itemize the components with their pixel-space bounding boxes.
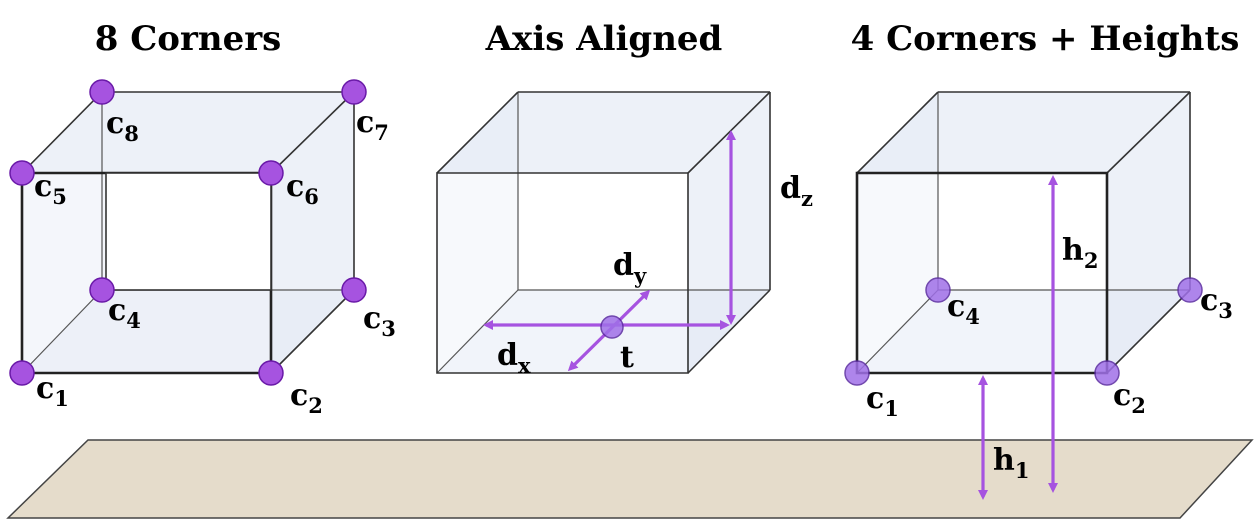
label-dx: dx (497, 338, 531, 378)
label-h1: h1 (993, 443, 1029, 483)
title-4-corners-heights: 4 Corners + Heights (851, 19, 1240, 59)
corner-c3-marker (341, 277, 367, 303)
label-c5: c5 (34, 169, 67, 209)
label-c6: c6 (286, 169, 319, 209)
corner-c3-marker-right (1177, 277, 1203, 303)
corner-c2-marker-right (1094, 360, 1120, 386)
corner-c4-marker (89, 277, 115, 303)
ground-plane (6, 439, 1254, 519)
label-c7: c7 (356, 105, 389, 145)
corner-c5-marker (9, 160, 35, 186)
label-c4-right: c4 (947, 289, 980, 329)
label-c8: c8 (106, 106, 139, 146)
corner-c2-marker (258, 360, 284, 386)
center-t-marker (600, 315, 624, 339)
label-t: t (620, 340, 634, 375)
label-c1: c1 (36, 371, 69, 411)
label-c2: c2 (290, 378, 323, 418)
corner-c1-marker-right (844, 360, 870, 386)
label-h2: h2 (1062, 233, 1098, 273)
title-axis-aligned: Axis Aligned (485, 19, 723, 59)
label-c2-right: c2 (1113, 378, 1146, 418)
corner-c1-marker (9, 360, 35, 386)
label-c1-right: c1 (866, 381, 899, 421)
label-dy: dy (613, 248, 647, 288)
corner-c7-marker (341, 79, 367, 105)
corner-c4-marker-right (925, 277, 951, 303)
label-c3: c3 (363, 301, 396, 341)
corner-c6-marker (258, 160, 284, 186)
box-axis-aligned (436, 91, 771, 374)
box-8-corners (20, 91, 355, 375)
label-dz: dz (780, 171, 813, 211)
box-4-corners-heights (855, 91, 1191, 375)
title-8-corners: 8 Corners (95, 19, 282, 59)
corner-c8-marker (89, 79, 115, 105)
label-c3-right: c3 (1200, 283, 1233, 323)
label-c4: c4 (108, 293, 141, 333)
